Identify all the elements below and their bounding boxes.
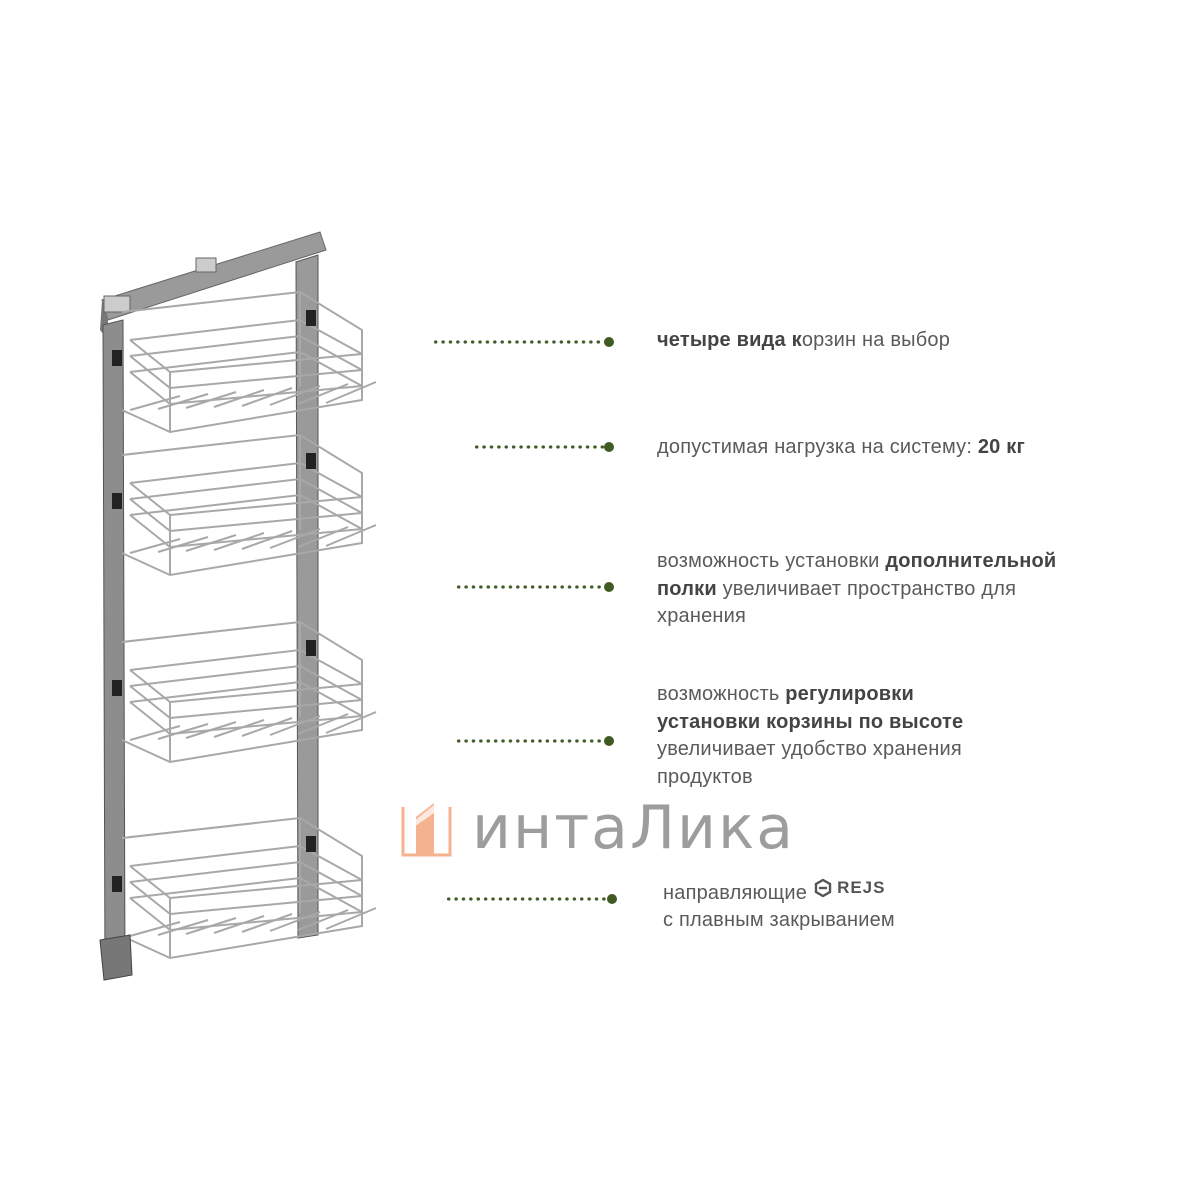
feature-line: допустимая нагрузка на систему: 20 кг <box>657 434 1025 462</box>
feature-line: продуктов <box>657 764 963 792</box>
dotted-leader-line <box>455 582 614 592</box>
leader-dots <box>455 585 606 589</box>
intalika-watermark-logo: интаЛика <box>400 798 795 858</box>
feature-bold-text: регулировки <box>785 683 914 705</box>
feature-bold-text: четыре вида к <box>657 329 802 351</box>
feature-text-5: направляющие REJS с плавным закрыванием <box>663 874 895 935</box>
feature-line: возможность регулировки <box>657 681 963 709</box>
feature-bold-text: дополнительной <box>885 550 1057 572</box>
feature-text-2: допустимая нагрузка на систему: 20 кг <box>657 434 1025 462</box>
wire-basket <box>112 433 377 577</box>
feature-bold-text: полки <box>657 577 717 600</box>
dotted-leader-line <box>432 337 614 347</box>
feature-line: с плавным закрыванием <box>663 907 895 935</box>
feature-text: с плавным закрыванием <box>663 909 895 932</box>
feature-text: хранения <box>657 605 747 627</box>
feature-bold-text: установки корзины по высоте <box>657 710 964 733</box>
dotted-leader-line <box>473 442 614 452</box>
pull-out-basket-rack-illustration <box>99 231 377 981</box>
leader-dots <box>455 739 606 743</box>
feature-text: допустимая нагрузка на систему: <box>657 436 978 458</box>
leader-endpoint-dot <box>604 442 614 452</box>
feature-text: направляющие <box>663 881 808 904</box>
wire-basket <box>112 290 377 434</box>
rejs-logo-icon <box>814 878 832 898</box>
feature-line: увеличивает удобство хранения <box>657 736 963 764</box>
feature-text: орзин на выбор <box>801 329 951 351</box>
feature-text: возможность <box>657 683 786 705</box>
rejs-brand-text: REJS <box>837 878 886 897</box>
feature-line: направляющие REJS <box>663 874 895 907</box>
leader-dots <box>473 445 606 449</box>
feature-line: четыре вида корзин на выбор <box>657 327 950 355</box>
feature-text: продуктов <box>657 765 753 788</box>
dotted-leader-line <box>455 736 614 746</box>
leader-dots <box>445 897 609 901</box>
rejs-brand-logo: REJS <box>813 874 885 902</box>
leader-endpoint-dot <box>604 736 614 746</box>
leader-endpoint-dot <box>604 582 614 592</box>
feature-line: возможность установки дополнительной <box>657 548 1056 576</box>
intalika-logo-icon <box>400 799 454 857</box>
feature-text: увеличивает удобство хранения <box>657 738 962 760</box>
leader-dots <box>432 340 606 344</box>
leader-endpoint-dot <box>604 337 614 347</box>
feature-text: возможность установки <box>657 550 886 572</box>
dotted-leader-line <box>445 894 617 904</box>
wire-basket <box>112 620 377 764</box>
feature-text: увеличивает пространство для <box>716 577 1017 600</box>
feature-line: хранения <box>657 603 1056 631</box>
feature-bold-text: 20 кг <box>977 436 1025 458</box>
wire-basket <box>112 816 377 960</box>
feature-line: установки корзины по высоте <box>657 709 963 737</box>
leader-endpoint-dot <box>607 894 617 904</box>
watermark-text: интаЛика <box>472 793 796 863</box>
feature-line: полки увеличивает пространство для <box>657 576 1056 604</box>
feature-text-1: четыре вида корзин на выбор <box>657 327 950 355</box>
